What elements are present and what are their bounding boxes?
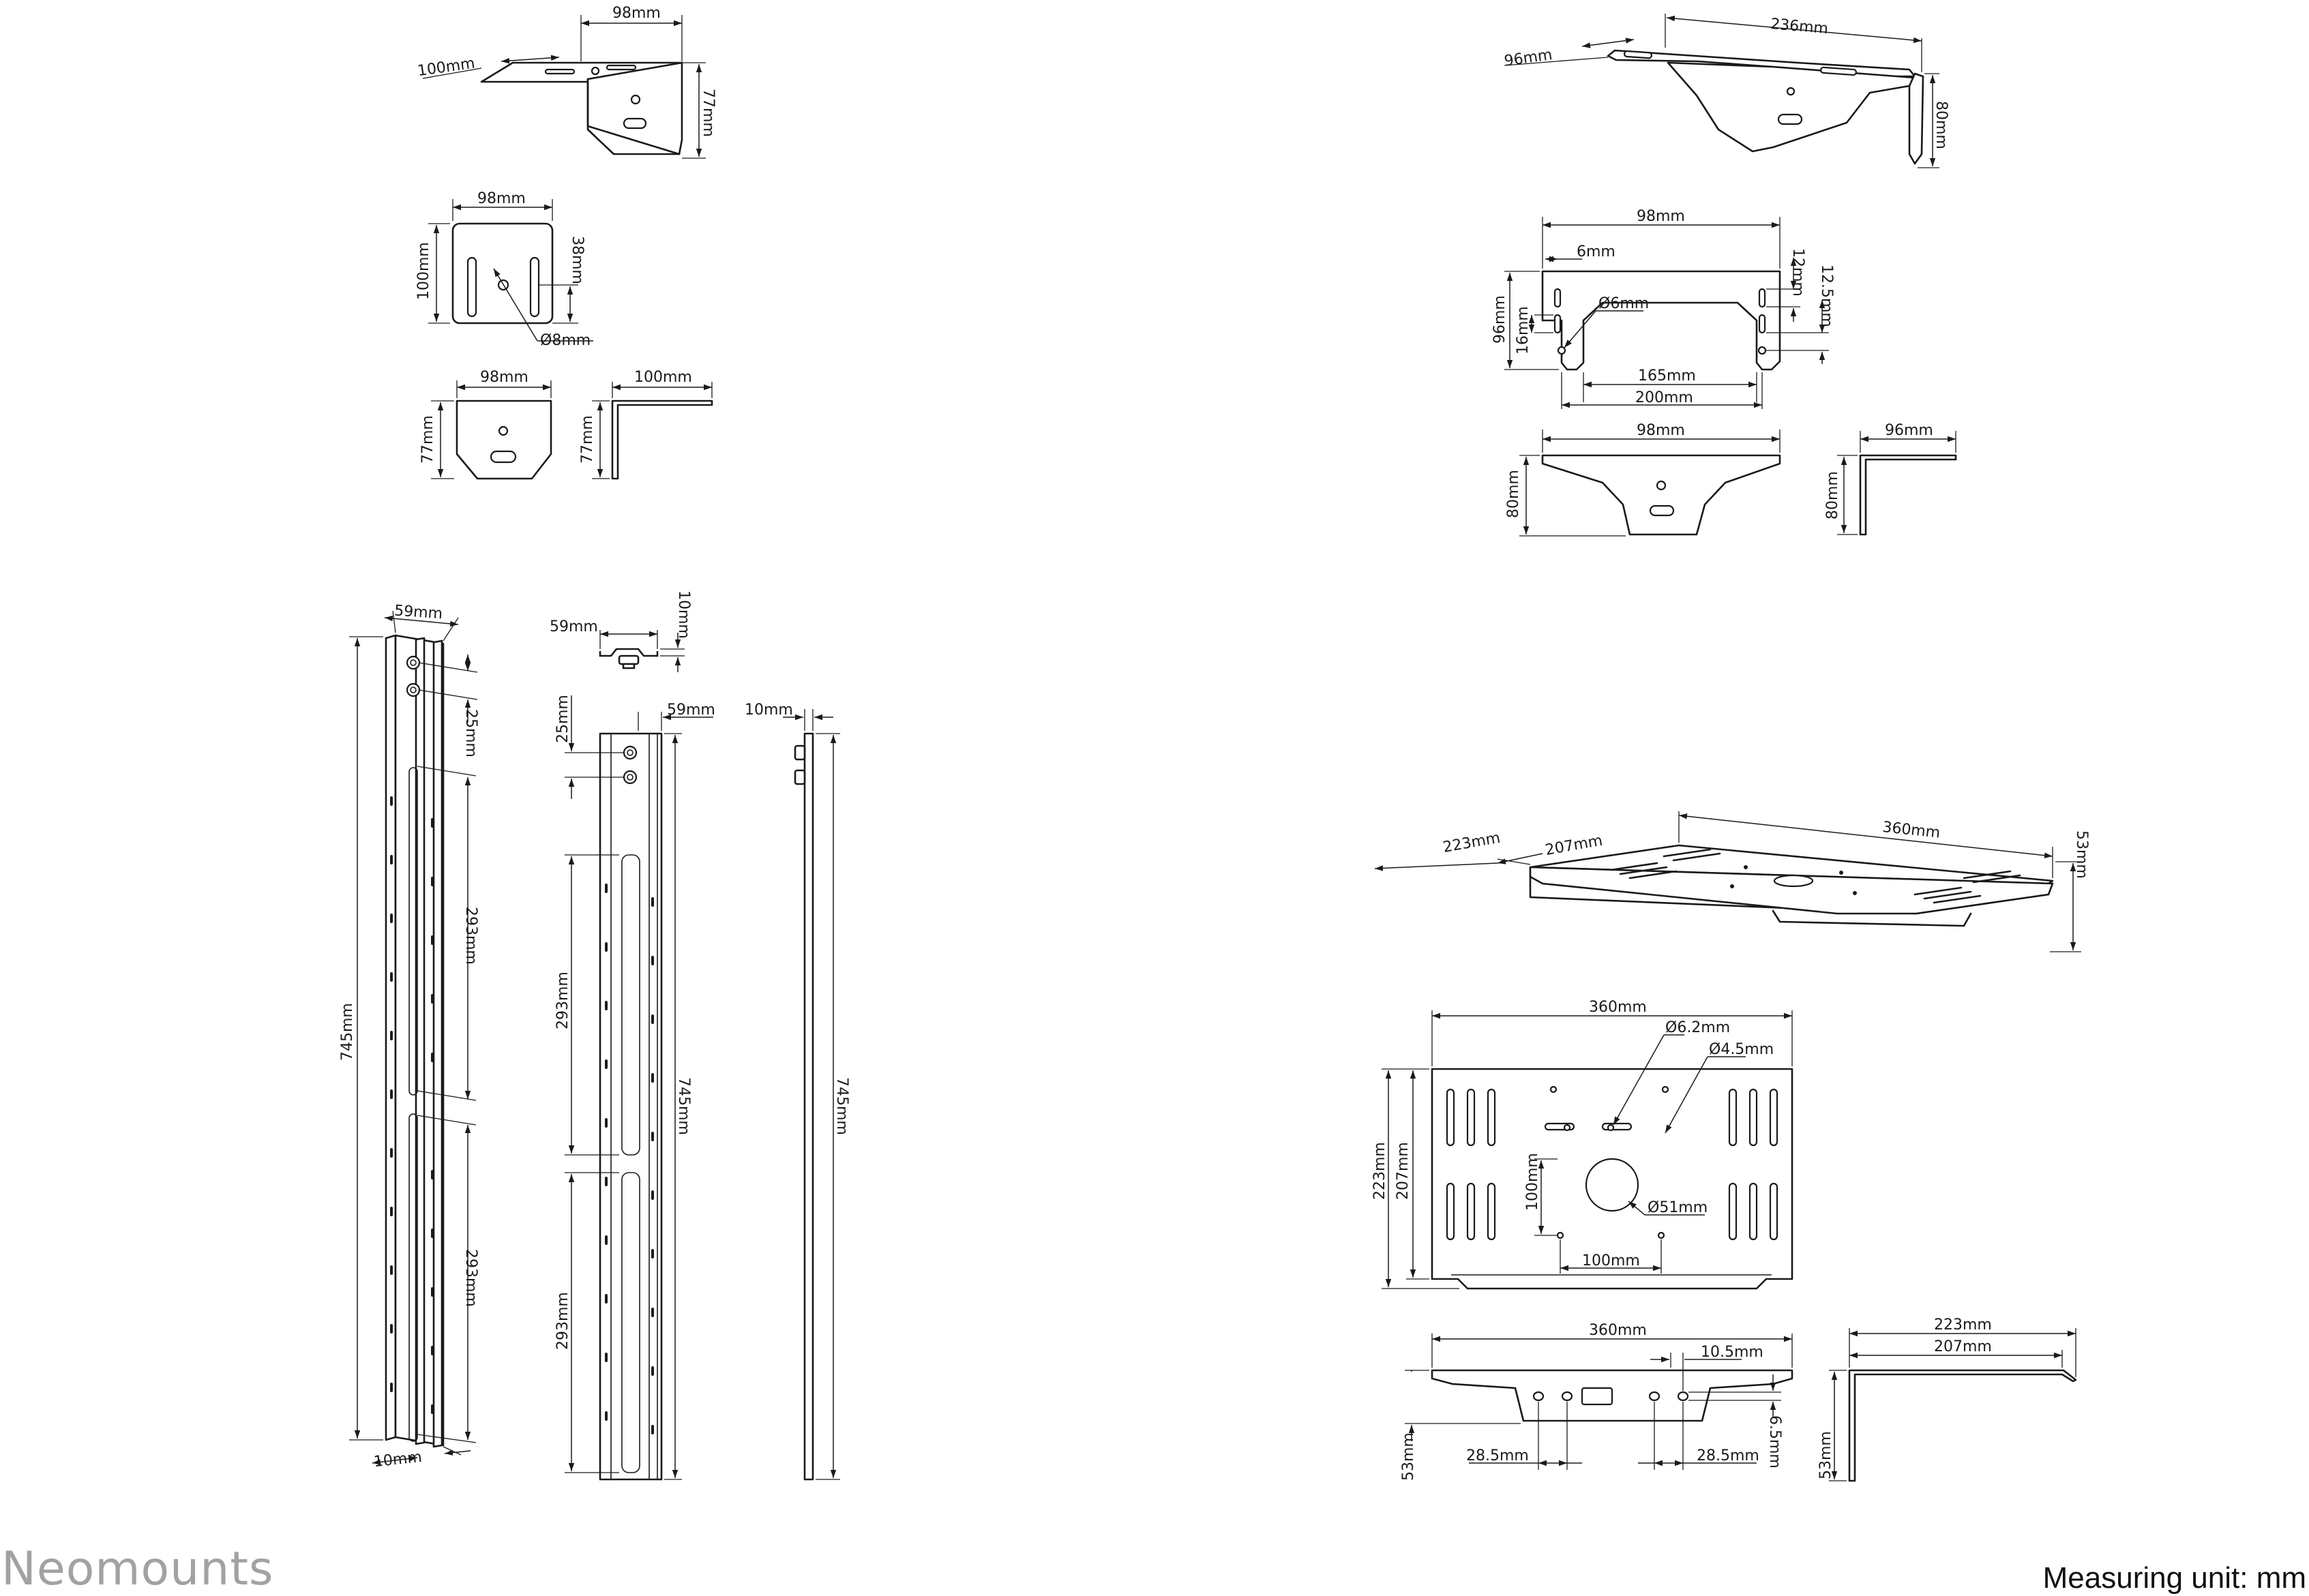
shelf-top-depth-inner-label: 207mm	[1395, 1142, 1412, 1200]
rail-iso-view: 59mm 745mm 25mm 293mm 293mm 10mm	[339, 603, 479, 1471]
measuring-unit-note: Measuring unit: mm	[2042, 1561, 2306, 1595]
rail-iso-bolt-gap-label: 25mm	[462, 709, 479, 757]
rail-front-length-label: 745mm	[675, 1077, 692, 1135]
rail-front-span-b-label: 293mm	[554, 1292, 571, 1350]
shelf-iso-view: 360mm 223mm 207mm 53mm	[1374, 811, 2090, 952]
rail-front-view: 25mm 59mm 293mm 293mm 745mm	[554, 695, 715, 1481]
rail-side-length-label: 745mm	[833, 1077, 850, 1135]
rail-iso-span-a-label: 293mm	[462, 907, 479, 965]
small-bracket-front-view: 98mm 77mm	[419, 369, 552, 480]
small-bracket-top-view: 98mm 100mm 38mm Ø8mm	[415, 190, 593, 349]
small-iso-depth-label: 100mm	[417, 55, 477, 80]
small-front-height-label: 77mm	[419, 415, 436, 464]
large-iso-height-label: 80mm	[1933, 101, 1950, 149]
shelf-iso-depth-total-label: 223mm	[1442, 830, 1502, 856]
large-top-width-label: 98mm	[1637, 208, 1685, 225]
rail-side-view: 10mm 745mm	[745, 702, 850, 1481]
shelf-top-depth-total-label: 223mm	[1371, 1142, 1388, 1200]
shelf-top-hole-pitch-v-label: 100mm	[1524, 1153, 1541, 1211]
large-bracket-top-view: 98mm 6mm 96mm 16mm Ø6mm 165mm 200mm 12mm…	[1491, 208, 1835, 409]
small-side-depth-label: 100mm	[634, 369, 692, 386]
shelf-front-pitch-right-label: 28.5mm	[1697, 1447, 1759, 1464]
small-bracket-iso-view: 98mm 100mm 77mm	[417, 5, 717, 159]
shelf-top-hole-a-label: Ø6.2mm	[1665, 1019, 1730, 1036]
shelf-side-depth-inner-label: 207mm	[1934, 1338, 1992, 1355]
brand-logo: Neomounts	[1, 1542, 274, 1596]
large-iso-depth-label: 96mm	[1503, 46, 1553, 70]
large-top-outer-label: 200mm	[1635, 389, 1693, 406]
small-top-slot-offset-label: 38mm	[569, 236, 586, 284]
large-top-depth-label: 96mm	[1491, 295, 1508, 344]
rail-iso-length-label: 745mm	[339, 1003, 356, 1061]
shelf-top-width-label: 360mm	[1589, 999, 1647, 1016]
large-bracket-front-view: 98mm 80mm	[1505, 422, 1781, 537]
shelf-top-hole-pitch-h-label: 100mm	[1582, 1252, 1640, 1269]
large-top-inner-label: 165mm	[1638, 367, 1696, 385]
small-top-width-label: 98mm	[477, 190, 526, 207]
shelf-front-lip-label: 6.5mm	[1766, 1415, 1783, 1469]
large-side-depth-label: 96mm	[1885, 422, 1933, 439]
shelf-top-view: 360mm Ø6.2mm Ø4.5mm 223mm 207mm 100mm Ø5…	[1371, 999, 1793, 1290]
small-top-depth-label: 100mm	[415, 242, 432, 300]
large-front-height-label: 80mm	[1505, 470, 1522, 518]
large-bracket-side-view: 96mm 80mm	[1824, 422, 1957, 536]
large-top-edge-a-label: 12mm	[1789, 248, 1806, 297]
small-top-hole-label: Ø8mm	[540, 332, 591, 349]
shelf-iso-depth-inner-label: 207mm	[1544, 832, 1604, 859]
shelf-top-hole-b-label: Ø4.5mm	[1709, 1041, 1774, 1058]
rail-end-width-label: 59mm	[550, 618, 598, 635]
large-top-slot-length-label: 16mm	[1515, 306, 1532, 355]
shelf-side-depth-total-label: 223mm	[1934, 1316, 1992, 1334]
shelf-iso-height-label: 53mm	[2073, 830, 2090, 879]
shelf-top-center-hole-label: Ø51mm	[1648, 1199, 1708, 1216]
large-side-height-label: 80mm	[1824, 471, 1841, 520]
large-top-slot-gap-label: 6mm	[1577, 243, 1615, 260]
rail-iso-width-label: 59mm	[393, 603, 443, 623]
large-front-width-label: 98mm	[1637, 422, 1685, 439]
shelf-front-offset-label: 10.5mm	[1701, 1344, 1763, 1361]
small-side-height-label: 77mm	[579, 415, 596, 464]
small-front-width-label: 98mm	[480, 369, 528, 386]
rail-end-height-label: 10mm	[675, 590, 692, 639]
shelf-side-view: 223mm 207mm 53mm	[1817, 1316, 2077, 1482]
large-iso-width-label: 236mm	[1770, 16, 1829, 37]
small-iso-height-label: 77mm	[700, 89, 717, 137]
large-top-edge-b-label: 12.5mm	[1818, 265, 1835, 327]
shelf-side-height-label: 53mm	[1817, 1431, 1834, 1479]
small-iso-width-label: 98mm	[612, 5, 661, 22]
rail-front-bolt-gap-label: 25mm	[554, 695, 571, 743]
rail-front-width-label: 59mm	[667, 702, 715, 719]
rail-end-view: 59mm 10mm	[550, 590, 692, 672]
large-bracket-iso-view: 236mm 96mm 80mm	[1503, 14, 1950, 168]
shelf-front-height-label: 53mm	[1400, 1432, 1417, 1481]
small-bracket-side-view: 100mm 77mm	[579, 369, 713, 480]
rail-side-thickness-label: 10mm	[745, 702, 793, 719]
shelf-front-pitch-left-label: 28.5mm	[1466, 1447, 1529, 1464]
rail-iso-thickness-label: 10mm	[373, 1449, 423, 1471]
shelf-front-width-label: 360mm	[1589, 1322, 1647, 1339]
rail-front-span-a-label: 293mm	[554, 972, 571, 1029]
rail-iso-span-b-label: 293mm	[462, 1249, 479, 1307]
shelf-front-view: 360mm 10.5mm 53mm 28.5mm 28.5mm 6.5mm	[1400, 1322, 1793, 1481]
large-top-hole-label: Ø6mm	[1598, 295, 1649, 312]
